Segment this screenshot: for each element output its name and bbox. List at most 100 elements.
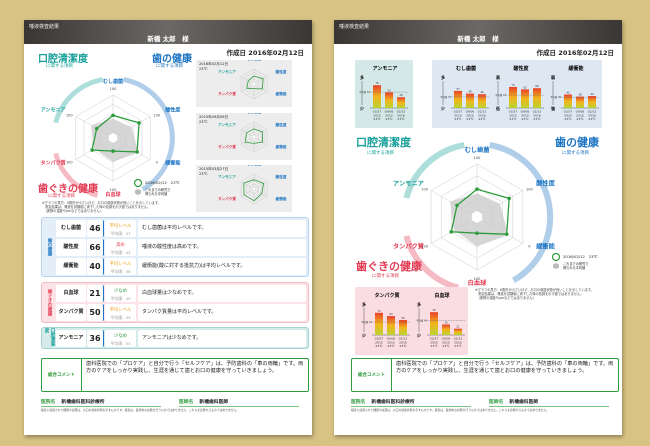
bar-2	[588, 96, 596, 108]
y-bottom-label: 低	[495, 105, 500, 111]
bar-value-label: 70	[511, 83, 515, 87]
group-label: 口腔清潔度	[44, 328, 55, 346]
doctor-name: 新橋歯科医師	[199, 400, 229, 405]
axis-label: タンパク質	[218, 91, 236, 96]
bar-chart-protein: タンパク質多少7403/27201523℃6309/06201523℃5002/…	[361, 292, 410, 348]
current-polygon	[246, 75, 264, 90]
category-oral-title: 口腔清潔度	[38, 54, 88, 65]
doctor-name-field: 医師名新橋歯科医師	[179, 398, 299, 407]
current-polygon	[244, 127, 263, 144]
axis-label: タンパク質	[218, 196, 236, 201]
chart-title: タンパク質	[374, 292, 399, 299]
x-tick-label: 23℃	[509, 117, 517, 121]
item-score: 66	[87, 239, 104, 256]
bar-0	[564, 94, 572, 108]
average-label: 平均値 53	[359, 90, 370, 94]
axis-scale: 100	[66, 114, 73, 118]
data-point-0	[475, 187, 479, 191]
graph-note: ※グラフの見方：6角形が小さいほど、お口の健康状態が良いことを示しています。 測…	[42, 201, 161, 214]
level-badge: 高め	[116, 243, 125, 248]
chart-title: 酸性度	[513, 65, 529, 72]
x-tick-label: 23℃	[521, 117, 529, 121]
history-date: 2015年03月27日 23℃	[199, 167, 229, 176]
legend-current-label: 2016/02/12 23℃	[563, 254, 598, 259]
axis-label: 白血球	[105, 191, 121, 198]
item-score: 36	[87, 330, 104, 347]
axis-label: 酸性度	[276, 174, 287, 179]
note-line: 測定結果は、唾液を試験紙に滴下した時の色調を示す値ではありません。	[42, 205, 151, 210]
overall-comment-label: 総合コメント	[42, 359, 82, 391]
y-top-label: 多	[441, 74, 445, 80]
category-tooth-sub: に関する項目	[562, 151, 589, 156]
overall-comment-text: 歯科医院での「プロケア」と自分で行う「セルフケア」は、予防歯科の「車の両輪」です…	[86, 361, 304, 374]
bar-2	[399, 320, 407, 335]
bar-value-label: 21	[456, 325, 460, 329]
average-label: 平均値 43	[361, 320, 372, 324]
history-radar-1: 2015年09月06日 23℃むし歯菌酸性度緩衝能白血球タンパク質アンモニア	[196, 112, 292, 160]
legend-current-icon	[551, 252, 561, 262]
data-point-3	[111, 149, 115, 153]
gum-arc	[53, 152, 99, 198]
current-polygon	[243, 179, 265, 202]
bar-0	[509, 87, 517, 108]
x-tick-label: 23℃	[466, 117, 474, 121]
radar-center	[252, 81, 256, 87]
bar-value-label: 35	[444, 321, 448, 325]
data-point-1	[507, 196, 511, 201]
x-tick-label: 03/27	[509, 110, 518, 114]
report-header: 唾液検査結果 新橋 太郎 様	[334, 20, 622, 44]
bar-value-label: 62	[523, 85, 527, 89]
bar-2	[397, 97, 405, 108]
x-tick-label: 23℃	[430, 344, 438, 348]
axis-label: アンモニア	[218, 122, 236, 127]
data-point-1	[137, 121, 141, 125]
item-comment: 白血球量は少なめです。	[138, 285, 306, 302]
x-tick-label: 23℃	[454, 117, 462, 121]
overall-comment: 総合コメント 歯科医院での「プロケア」と自分で行う「セルフケア」は、予防歯科の「…	[41, 358, 309, 392]
doctor-name-field: 医師名新橋歯科医師	[489, 398, 609, 407]
average-label: 平均値 36	[550, 95, 561, 99]
history-radar-chart: むし歯菌酸性度緩衝能白血球タンパク質アンモニア	[218, 60, 287, 100]
axis-scale: 0	[528, 245, 530, 249]
bar-value-label: 38	[578, 93, 582, 97]
item-comment: アンモニアは少なめです。	[138, 330, 306, 347]
y-top-label: 多	[362, 301, 366, 307]
gum-arc	[403, 235, 459, 291]
radar-axis	[253, 188, 268, 197]
item-name: アンモニア	[56, 330, 86, 347]
average-value: 平均値：36	[110, 269, 131, 274]
level-badge: 少なめ	[114, 334, 127, 339]
axis-label: 酸性度	[536, 180, 555, 188]
axis-label: むし歯菌	[103, 78, 123, 85]
x-tick-label: 23℃	[576, 117, 584, 121]
overall-comment: 総合コメント 歯科医院での「プロケア」と自分で行う「セルフケア」は、予防歯科の「…	[351, 358, 619, 392]
x-tick-label: 2016	[454, 340, 462, 344]
category-oral-sub: に関する項目	[367, 151, 394, 156]
x-tick-label: 2015	[454, 113, 462, 117]
category-oral-title: 口腔清潔度	[356, 136, 411, 149]
group-label: 歯ぐきの健康	[47, 289, 52, 316]
average-label: 平均値 43	[495, 93, 506, 97]
axis-label: タンパク質	[40, 160, 65, 167]
bar-value-label: 36	[399, 93, 403, 97]
note-line: ※グラフの見方：6角形が小さいほど、お口の健康状態が良いことを示しています。	[475, 288, 594, 292]
x-tick-label: 2016	[588, 113, 596, 117]
y-bottom-label: 強	[551, 105, 555, 111]
x-tick-label: 23℃	[387, 344, 395, 348]
axis-scale: 100	[421, 245, 428, 249]
bar-0	[430, 312, 438, 335]
doctor-label: 医師名	[489, 400, 504, 405]
x-tick-label: 23℃	[478, 117, 486, 121]
clinic-name: 新橋歯科医科診療所	[61, 400, 105, 405]
history-date: 2015年09月06日 23℃	[199, 114, 229, 124]
x-tick-label: 2016	[397, 113, 405, 117]
axis-scale: 100	[110, 188, 117, 192]
item-name: 白血球	[56, 285, 86, 302]
bar-1	[466, 93, 474, 108]
radar-axis	[253, 181, 268, 190]
average-value: 平均値：43	[110, 250, 131, 255]
radar-axis	[253, 136, 268, 145]
item-name: 酸性度	[56, 239, 86, 256]
